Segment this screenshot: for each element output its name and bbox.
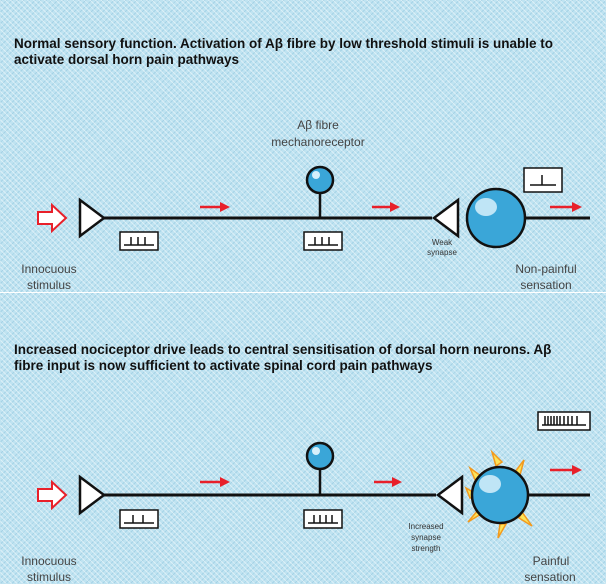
receptor-label: Aβ fibre: [297, 118, 339, 132]
synapse-terminal-icon: [435, 474, 464, 516]
stimulus-label-2: stimulus: [26, 570, 71, 584]
synapse-terminal-icon: [431, 197, 460, 239]
firing-trace-icon: [119, 509, 159, 529]
sensory-ending-icon: [78, 474, 107, 516]
signal-arrow-icon: [374, 477, 402, 487]
panel-caption: Increased nociceptor drive leads to cent…: [14, 342, 552, 373]
normal-pathway-diagram: [37, 165, 590, 251]
firing-trace-icon: [523, 167, 563, 193]
signal-arrow-icon: [200, 202, 230, 212]
outcome-label: Painful: [532, 554, 570, 568]
sensitisation-panel: Increased nociceptor drive leads to cent…: [0, 292, 606, 584]
firing-trace-icon: [303, 231, 343, 251]
normal-function-panel: Normal sensory function. Activation of A…: [0, 36, 606, 293]
sensory-ending-icon: [78, 197, 107, 239]
outcome-label: Non-painful: [515, 262, 577, 276]
synapse-label: Weak: [431, 238, 453, 247]
outcome-label-2: sensation: [524, 570, 576, 584]
mechanoreceptor-icon: [305, 165, 335, 218]
signal-arrow-icon: [550, 465, 582, 475]
signal-arrow-icon: [200, 477, 230, 487]
stimulus-arrow-icon: [37, 479, 68, 511]
panel-caption: Normal sensory function. Activation of A…: [14, 36, 554, 67]
synapse-label-2: synapse: [427, 248, 457, 257]
stimulus-arrow-icon: [37, 202, 68, 234]
mechanoreceptor-icon: [305, 441, 335, 495]
firing-trace-icon: [537, 411, 591, 431]
signal-arrow-icon: [372, 202, 400, 212]
synapse-label: Increased: [408, 522, 444, 531]
synapse-label-3: strength: [411, 544, 441, 553]
receptor-label-2: mechanoreceptor: [271, 135, 365, 149]
firing-trace-icon: [303, 509, 343, 529]
stimulus-label: Innocuous: [21, 554, 77, 568]
sensitised-pathway-diagram: [37, 411, 591, 539]
signal-arrow-icon: [550, 202, 582, 212]
sensitised-neuron-icon: [464, 449, 590, 539]
stimulus-label-2: stimulus: [26, 278, 71, 292]
synapse-label-2: synapse: [411, 533, 441, 542]
dorsal-horn-neuron-icon: [465, 187, 590, 249]
stimulus-label: Innocuous: [21, 262, 77, 276]
firing-trace-icon: [119, 231, 159, 251]
outcome-label-2: sensation: [520, 278, 572, 292]
